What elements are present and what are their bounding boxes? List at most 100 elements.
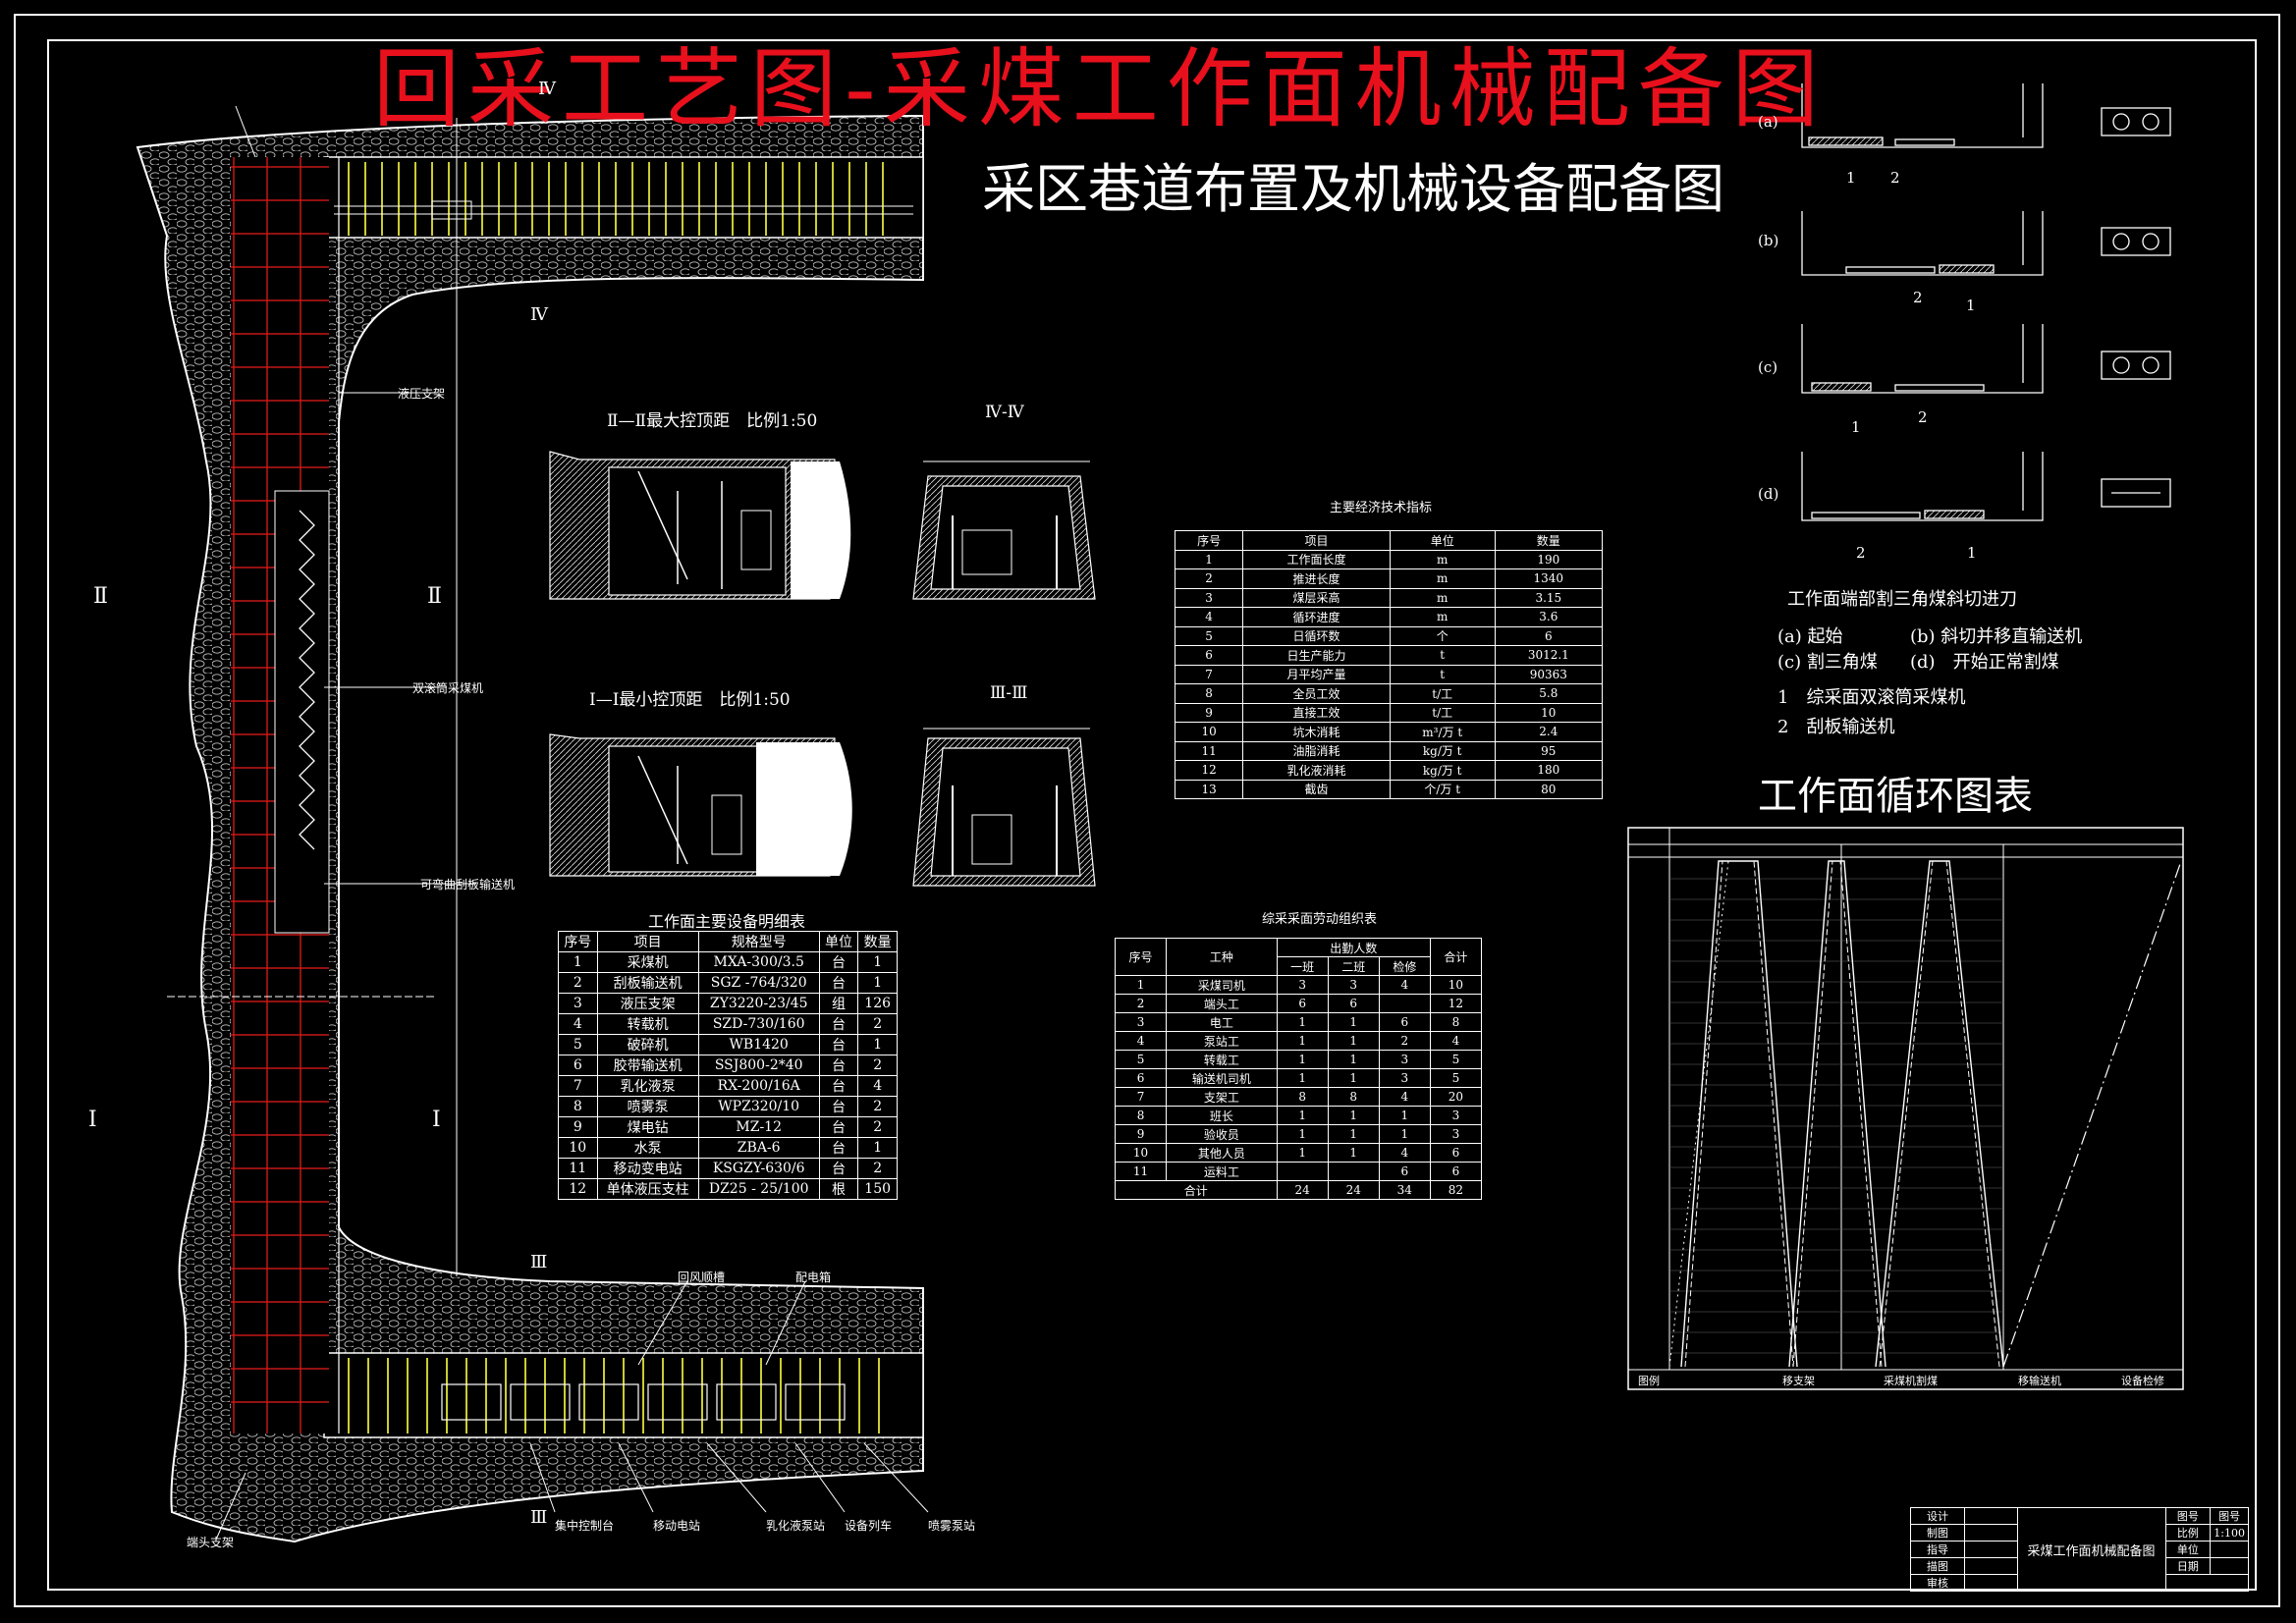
labor-cell: 泵站工 xyxy=(1166,1031,1278,1051)
labor-header: 出勤人数 xyxy=(1276,938,1431,957)
labor-header-row: 序号 工种 出勤人数 合计 xyxy=(1114,938,1483,976)
label-return-air: 回风顺槽 xyxy=(678,1271,726,1284)
labor-cell: 7 xyxy=(1114,1087,1168,1107)
cycle-chart-title: 工作面循环图表 xyxy=(1758,774,2033,819)
labor-cell: 3 xyxy=(1378,1050,1431,1069)
tech-cell: 7 xyxy=(1174,664,1244,684)
equipment-cell: 1 xyxy=(857,1137,898,1159)
section-II-drawing xyxy=(549,451,851,600)
tech-cell: 日生产能力 xyxy=(1242,645,1391,666)
labor-cell: 1 xyxy=(1378,1106,1431,1125)
cycle-legend-conveyor: 移输送机 xyxy=(2018,1375,2061,1387)
tech-cell: 月平均产量 xyxy=(1242,664,1391,684)
labor-header: 检修 xyxy=(1378,956,1431,976)
tech-cell: 5.8 xyxy=(1494,683,1604,704)
equipment-cell: ZY3220-23/45 xyxy=(697,993,820,1014)
section-I-drawing xyxy=(549,733,852,877)
tech-cell: m xyxy=(1389,607,1496,627)
labor-cell: 6 xyxy=(1114,1068,1168,1088)
equipment-header: 规格型号 xyxy=(697,931,820,952)
title-block-cell xyxy=(1964,1507,2018,1525)
title-block-cell xyxy=(2164,1574,2250,1592)
labor-cell: 支架工 xyxy=(1166,1087,1278,1107)
label-shearer: 双滚筒采煤机 xyxy=(412,681,484,695)
labor-table-caption: 综采采面劳动组织表 xyxy=(1262,912,1378,927)
tech-cell: 全员工效 xyxy=(1242,683,1391,704)
equipment-header-row: 序号 项目 规格型号 单位 数量 xyxy=(558,931,898,952)
labor-cell: 4 xyxy=(1378,975,1431,995)
title-block-row: 指导 单位 xyxy=(1909,1541,2249,1558)
tech-cell: 90363 xyxy=(1494,664,1604,684)
equipment-cell: 台 xyxy=(818,1158,859,1179)
equipment-cell: 台 xyxy=(818,951,859,973)
tech-header: 项目 xyxy=(1242,530,1391,551)
equipment-cell: 乳化液泵 xyxy=(596,1075,699,1097)
equipment-cell: 2 xyxy=(857,1116,898,1138)
labor-cell: 5 xyxy=(1429,1068,1483,1088)
labor-cell: 4 xyxy=(1429,1031,1483,1051)
equipment-cell: ZBA-6 xyxy=(697,1137,820,1159)
equipment-cell: 破碎机 xyxy=(596,1034,699,1055)
equipment-cell: 台 xyxy=(818,1137,859,1159)
end-cut-c-num2: 2 xyxy=(1918,408,1928,426)
labor-cell: 5 xyxy=(1114,1050,1168,1069)
equipment-cell: 刮板输送机 xyxy=(596,972,699,994)
equipment-cell: 2 xyxy=(558,972,598,994)
tech-table-caption: 主要经济技术指标 xyxy=(1330,501,1433,515)
equipment-cell: SGZ -764/320 xyxy=(697,972,820,994)
tech-cell: 直接工效 xyxy=(1242,702,1391,723)
tech-cell: m xyxy=(1389,549,1496,569)
tech-cell: 1340 xyxy=(1494,568,1604,589)
tech-cell: 煤层采高 xyxy=(1242,587,1391,608)
equipment-cell: 5 xyxy=(558,1034,598,1055)
labor-cell: 8 xyxy=(1429,1012,1483,1032)
tech-cell: 循环进度 xyxy=(1242,607,1391,627)
section-mark-iv-mid: Ⅳ xyxy=(530,304,548,325)
equipment-header: 数量 xyxy=(857,931,898,952)
tech-cell: 13 xyxy=(1174,779,1244,799)
tech-cell: 个/万 t xyxy=(1389,779,1496,799)
tech-cell: 3.6 xyxy=(1494,607,1604,627)
tech-cell: m xyxy=(1389,568,1496,589)
labor-cell: 8 xyxy=(1276,1087,1329,1107)
labor-cell: 1 xyxy=(1276,1106,1329,1125)
equipment-cell: 液压支架 xyxy=(596,993,699,1014)
label-hydraulic-support: 液压支架 xyxy=(398,387,446,401)
section-mark-iii-bot: Ⅲ xyxy=(530,1507,548,1528)
equipment-cell: 台 xyxy=(818,1096,859,1117)
label-emulsion-pump: 乳化液泵站 xyxy=(766,1519,826,1533)
label-spray-pump: 喷雾泵站 xyxy=(928,1519,976,1533)
tech-cell: 10 xyxy=(1494,702,1604,723)
equipment-cell: 2 xyxy=(857,1013,898,1035)
tech-cell: 11 xyxy=(1174,740,1244,761)
labor-cell: 1 xyxy=(1327,1143,1380,1163)
labor-cell: 验收员 xyxy=(1166,1124,1278,1144)
end-cut-diagrams xyxy=(1801,83,2171,521)
end-cut-step-a: (a) xyxy=(1758,113,1778,131)
outer-frame xyxy=(14,14,2280,1607)
tech-header-row: 序号 项目 单位 数量 xyxy=(1174,530,1604,551)
title-block-label: 比例 xyxy=(2164,1524,2212,1542)
equipment-cell: 台 xyxy=(818,1034,859,1055)
equipment-cell: 台 xyxy=(818,972,859,994)
labor-cell: 1 xyxy=(1327,1106,1380,1125)
labor-cell: 1 xyxy=(1276,1012,1329,1032)
end-cut-legend-2: 2 刮板输送机 xyxy=(1777,717,1895,737)
labor-cell: 6 xyxy=(1327,994,1380,1013)
labor-cell: 1 xyxy=(1327,1012,1380,1032)
equipment-cell: 2 xyxy=(857,1055,898,1076)
tech-cell: 日循环数 xyxy=(1242,625,1391,646)
labor-cell: 采煤司机 xyxy=(1166,975,1278,995)
inner-frame xyxy=(47,39,2257,1591)
